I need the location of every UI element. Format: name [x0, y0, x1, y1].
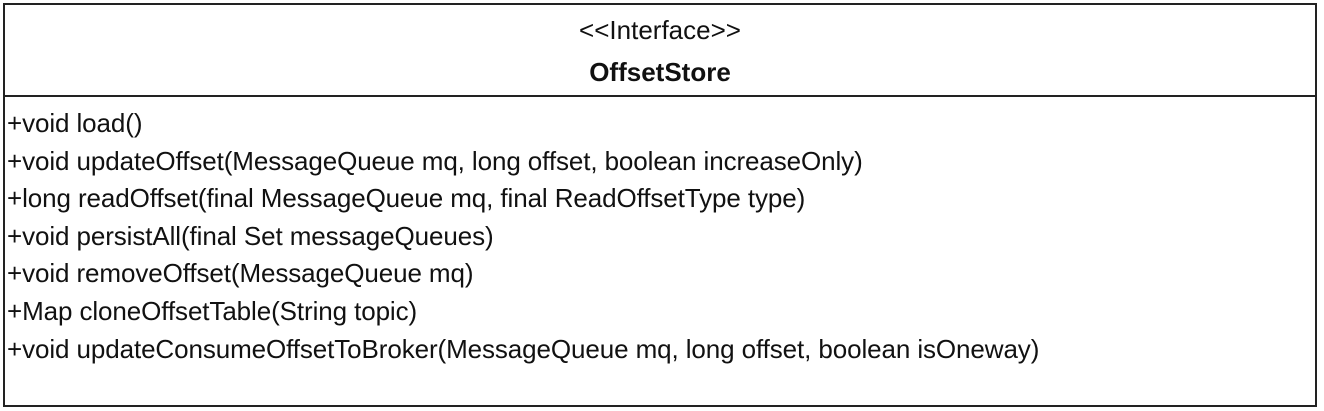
method-clone-offset-table: +Map cloneOffsetTable(String topic): [7, 295, 418, 326]
method-load: +void load(): [7, 108, 143, 138]
method-update-consume-offset-to-broker: +void updateConsumeOffsetToBroker(Messag…: [7, 333, 1040, 364]
method-remove-offset: +void removeOffset(MessageQueue mq): [7, 258, 474, 289]
method-read-offset: +long readOffset(final MessageQueue mq, …: [7, 183, 806, 214]
method-persist-all: +void persistAll(final Set messageQueues…: [7, 220, 494, 251]
method-list: +void load() +void updateOffset(MessageQ…: [5, 97, 1315, 368]
method-update-offset: +void updateOffset(MessageQueue mq, long…: [7, 145, 863, 176]
stereotype-label: <<Interface>>: [579, 15, 741, 45]
class-name: OffsetStore: [589, 57, 731, 87]
uml-class-box: <<Interface>> OffsetStore +void load() +…: [3, 3, 1317, 407]
class-header: <<Interface>> OffsetStore: [5, 5, 1315, 97]
